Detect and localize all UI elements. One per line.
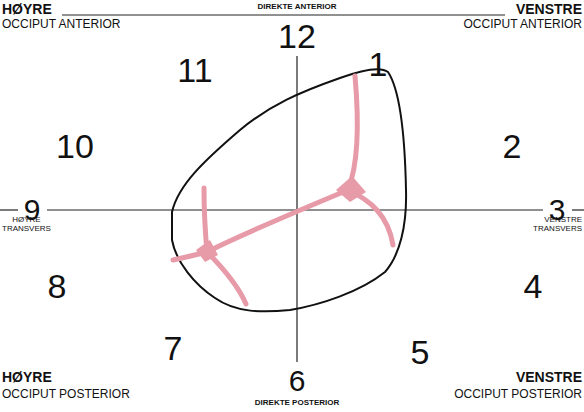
position-name: OCCIPUT ANTERIOR (464, 18, 582, 31)
position-name: OCCIPUT POSTERIOR (2, 388, 130, 401)
side-heading: HØYRE (2, 370, 52, 385)
horizontal-axis (0, 209, 18, 210)
position-name: HØYRE TRANSVERS (2, 216, 51, 234)
clock-number: 7 (164, 330, 183, 367)
side-heading: HØYRE (2, 2, 52, 17)
direction-label: DIREKTE ANTERIOR (258, 3, 337, 12)
position-name: OCCIPUT POSTERIOR (454, 388, 582, 401)
frontal-suture (348, 76, 357, 190)
clock-number: 4 (524, 268, 543, 305)
fetal-head-outline (172, 69, 406, 311)
clock-number: 6 (289, 364, 306, 397)
lambdoid-suture (204, 188, 207, 252)
clock-number: 10 (56, 128, 94, 165)
sutures (173, 76, 393, 304)
side-heading: VENSTRE (516, 2, 582, 17)
clock-number: 2 (503, 128, 522, 165)
top-rule (62, 15, 505, 16)
horizontal-axis (572, 209, 584, 210)
sagittal-suture (207, 190, 348, 252)
clock-number: 12 (278, 18, 316, 55)
clock-number: 11 (177, 52, 212, 89)
clock-number: 1 (369, 46, 388, 83)
side-heading: VENSTRE (516, 370, 582, 385)
position-name: OCCIPUT ANTERIOR (2, 18, 120, 31)
clock-number: 8 (48, 268, 67, 305)
anterior-fontanelle (336, 176, 366, 202)
clock-number: 5 (411, 334, 430, 371)
lambdoid-suture (207, 252, 246, 304)
direction-label: DIREKTE POSTERIOR (255, 399, 339, 408)
posterior-fontanelle (196, 240, 218, 262)
position-name: VENSTRE TRANSVERS (533, 216, 582, 234)
